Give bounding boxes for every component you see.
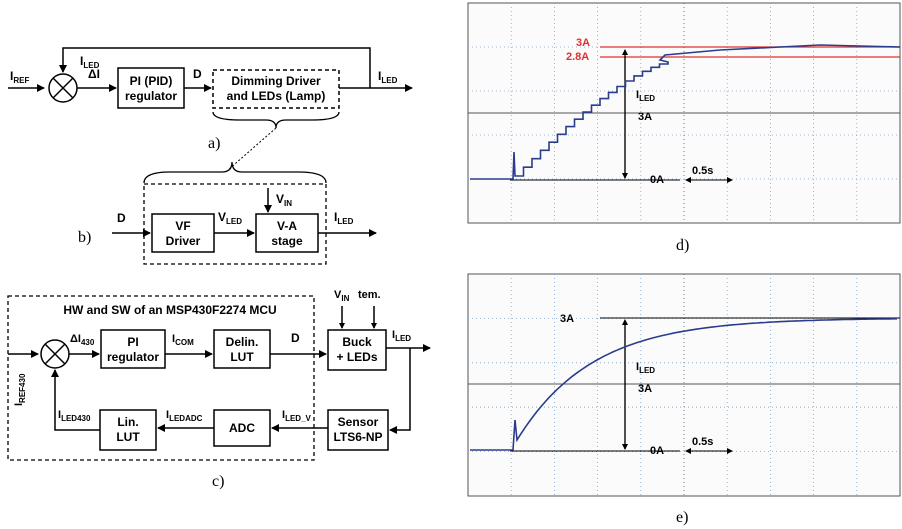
delin-label-1: Delin. — [226, 335, 259, 349]
pi-regulator-block-c — [100, 329, 166, 369]
caption-b: b) — [78, 229, 91, 246]
sensor-label-1: Sensor — [338, 415, 379, 429]
pi-c-label-2: regulator — [107, 350, 159, 364]
pi-c-label-1: PI — [127, 335, 138, 349]
caption-a: a) — [208, 135, 220, 152]
d-label-c: D — [291, 331, 300, 345]
iref-label: IREF — [10, 69, 29, 85]
dimming-label-2: and LEDs (Lamp) — [227, 89, 326, 103]
adc-block — [213, 409, 271, 447]
adc-label: ADC — [229, 421, 255, 435]
delin-label-2: LUT — [230, 350, 254, 364]
iref430-label: IREF430 — [13, 373, 27, 406]
delin-lut-block — [213, 329, 271, 369]
error430-label: ΔI430 — [70, 333, 95, 347]
zoom-box-b — [143, 183, 327, 265]
va-label-1: V-A — [277, 219, 297, 233]
vin-label-b: VIN — [276, 192, 292, 208]
caption-d: d) — [676, 237, 689, 254]
va-label-2: stage — [271, 234, 303, 248]
va-stage-block — [255, 213, 319, 253]
pi-block-label-2: regulator — [125, 89, 177, 103]
buck-leds-block — [327, 329, 387, 371]
caption-e: e) — [676, 509, 688, 526]
icom-label: ICOM — [172, 333, 194, 347]
vin-label-c: VIN — [334, 289, 350, 303]
iledadc-label: ILEDADC — [166, 409, 203, 423]
dimming-driver-block — [212, 69, 340, 109]
vf-label-1: VF — [175, 219, 190, 233]
scope-e-scale-label: 3A — [638, 383, 652, 395]
scope-e-top-label: 3A — [560, 313, 574, 325]
scope-d-trace — [470, 44, 901, 180]
d-label-b: D — [117, 211, 126, 225]
pi-regulator-block — [117, 67, 185, 109]
scope-e: 3A ILED 3A 0A 0.5s e) — [467, 273, 901, 526]
iledv-label: ILED_V — [282, 409, 312, 423]
buck-label-2: + LEDs — [336, 350, 377, 364]
diagram-a: IREF ILED ΔI PI (PID) regulator D Dimmin… — [8, 47, 413, 171]
error-label: ΔI — [88, 67, 100, 81]
buck-label-1: Buck — [342, 335, 372, 349]
red-28a-label: 2.8A — [566, 51, 589, 63]
diagram-b: D VF Driver VLED VIN V-A stage ILED b) — [78, 161, 377, 265]
dimming-label-1: Dimming Driver — [231, 74, 321, 88]
scope-e-zero-label: 0A — [650, 445, 664, 457]
lin-label-2: LUT — [116, 430, 140, 444]
iled-label-c: ILED — [392, 329, 411, 343]
iled430-label: ILED430 — [58, 409, 91, 423]
scope-e-trace — [470, 318, 897, 451]
lin-label-1: Lin. — [117, 415, 138, 429]
iled-out-b: ILED — [334, 210, 354, 226]
scope-d: 3A 2.8A ILED 3A 0A 0.5s d) — [467, 2, 901, 254]
scope-d-iled-label: ILED — [636, 89, 655, 103]
scope-e-time-label: 0.5s — [692, 436, 713, 448]
scope-d-zero-label: 0A — [650, 174, 664, 186]
feedback-label: ILED — [80, 54, 100, 70]
mcu-boundary — [7, 295, 315, 461]
sensor-label-2: LTS6-NP — [333, 430, 382, 444]
red-3a-label: 3A — [576, 37, 590, 49]
caption-c: c) — [212, 473, 224, 490]
diagram-c: HW and SW of an MSP430F2274 MCU IREF430 … — [7, 289, 431, 490]
pi-block-label-1: PI (PID) — [130, 74, 173, 88]
iled-out-a: ILED — [378, 69, 398, 85]
tem-label: tem. — [358, 289, 381, 301]
d-label-a: D — [193, 67, 202, 81]
scope-d-time-label: 0.5s — [692, 165, 713, 177]
scope-d-scale-label: 3A — [638, 111, 652, 123]
vled-label: VLED — [218, 210, 242, 226]
sensor-block — [327, 409, 389, 451]
vf-label-2: Driver — [166, 234, 201, 248]
mcu-title: HW and SW of an MSP430F2274 MCU — [63, 303, 276, 317]
scope-e-iled-label: ILED — [636, 361, 655, 375]
